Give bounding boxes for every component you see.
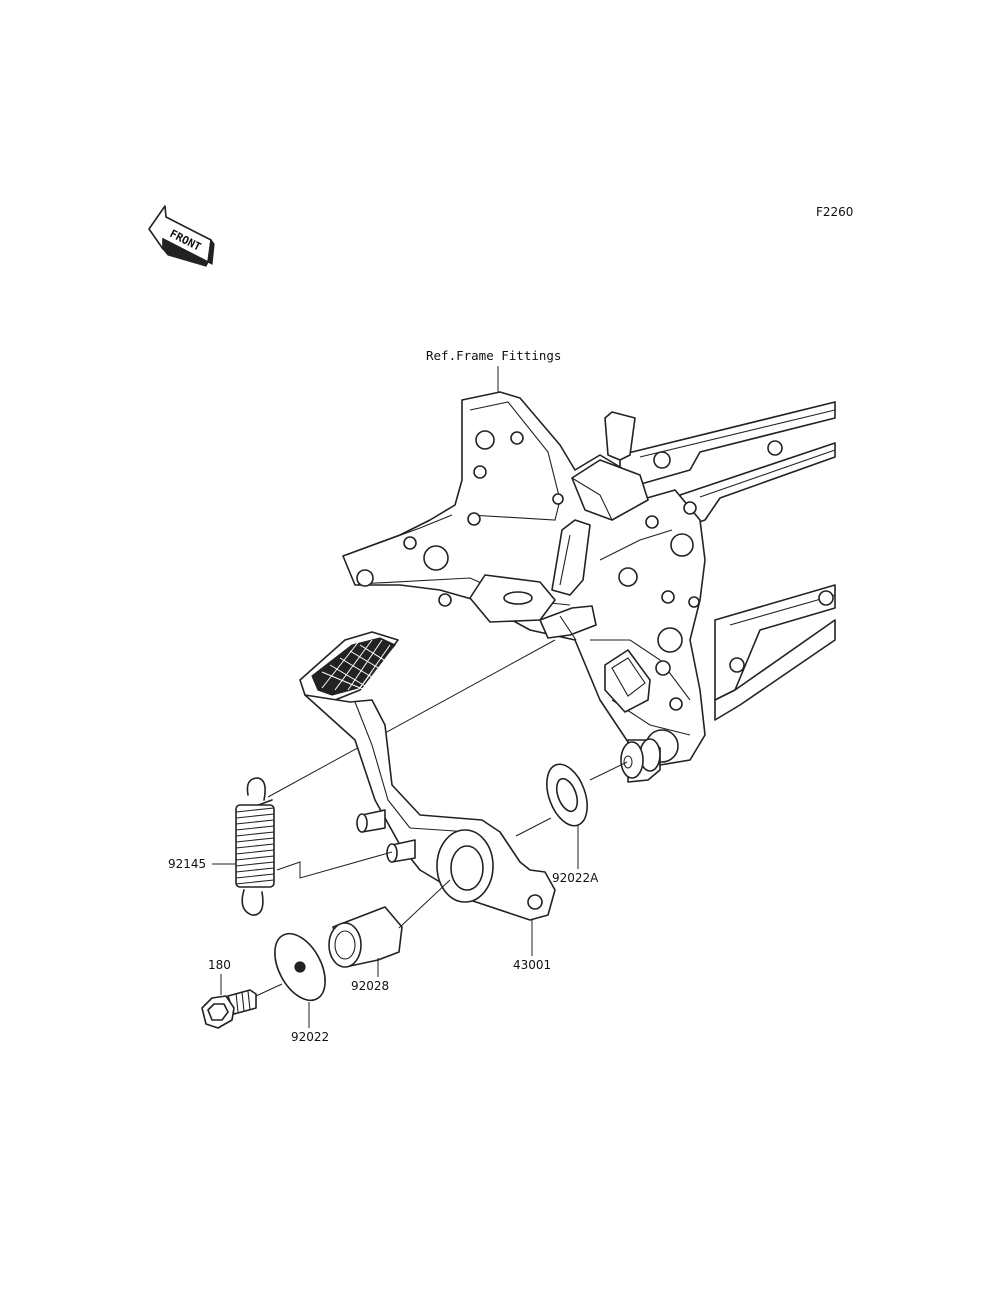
brake-pedal (299, 631, 556, 921)
part-number-180: 180 (208, 958, 231, 972)
part-number-92028: 92028 (351, 979, 389, 993)
front-arrow-icon: FRONT (148, 205, 215, 267)
bolt-180 (201, 989, 257, 1029)
part-callouts: 92145 92022A 43001 92028 180 92022 (168, 826, 599, 1044)
spring-to-peg-leader (276, 851, 393, 879)
diagram-code: F2260 (816, 205, 853, 219)
spring-92145 (235, 777, 275, 916)
spring-hook-leader (267, 639, 556, 798)
frame-fitting (342, 391, 836, 783)
part-number-92145: 92145 (168, 857, 206, 871)
pad-grip-icon (321, 639, 393, 691)
part-number-43001: 43001 (513, 958, 551, 972)
washer-92022 (274, 932, 326, 1002)
reference-label: Ref.Frame Fittings (426, 348, 561, 363)
collar-92028 (328, 906, 403, 968)
part-number-92022: 92022 (291, 1030, 329, 1044)
washer-92022a (546, 763, 588, 827)
part-number-92022a: 92022A (552, 871, 599, 885)
